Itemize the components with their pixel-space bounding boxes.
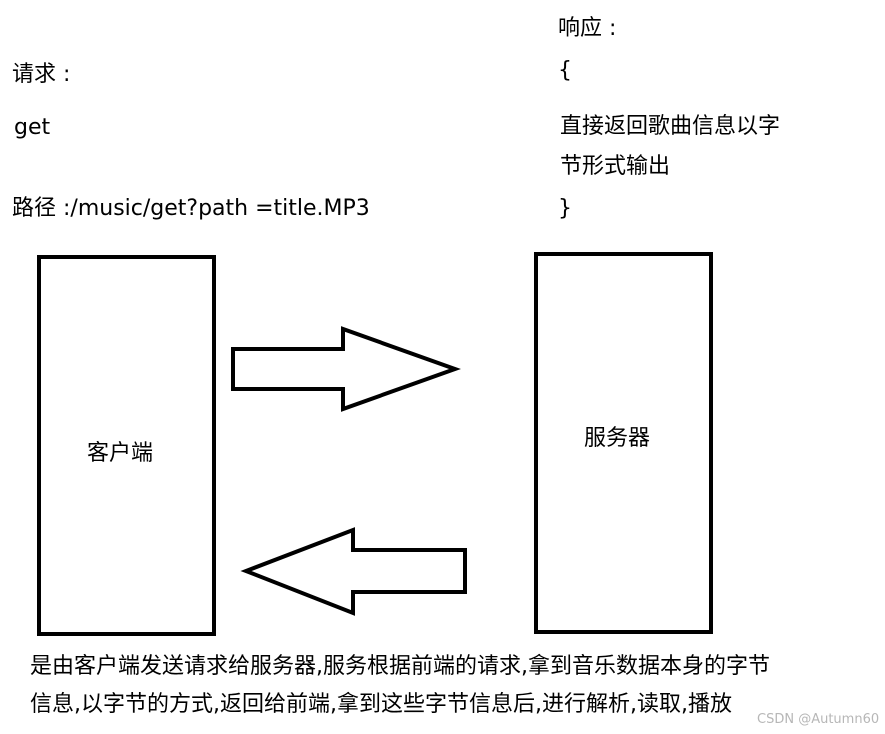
watermark: CSDN @Autumn60 bbox=[757, 712, 880, 727]
client-label: 客户端 bbox=[87, 441, 154, 466]
request-path: 路径 :/music/get?path =title.MP3 bbox=[12, 196, 370, 221]
response-close-brace: } bbox=[558, 196, 572, 221]
description-line2: 信息,以字节的方式,返回给前端,拿到这些字节信息后,进行解析,读取,播放 bbox=[30, 692, 732, 717]
server-label: 服务器 bbox=[584, 426, 651, 451]
response-text-line2: 节形式输出 bbox=[560, 154, 671, 179]
description-line1: 是由客户端发送请求给服务器,服务根据前端的请求,拿到音乐数据本身的字节 bbox=[30, 654, 770, 679]
response-text-line1: 直接返回歌曲信息以字 bbox=[560, 114, 781, 139]
request-method: get bbox=[14, 115, 51, 140]
client-box: 客户端 bbox=[37, 255, 216, 636]
response-open-brace: { bbox=[558, 58, 572, 83]
server-box: 服务器 bbox=[534, 252, 713, 634]
request-label: 请求 : bbox=[12, 62, 71, 87]
response-label: 响应 : bbox=[558, 16, 617, 41]
